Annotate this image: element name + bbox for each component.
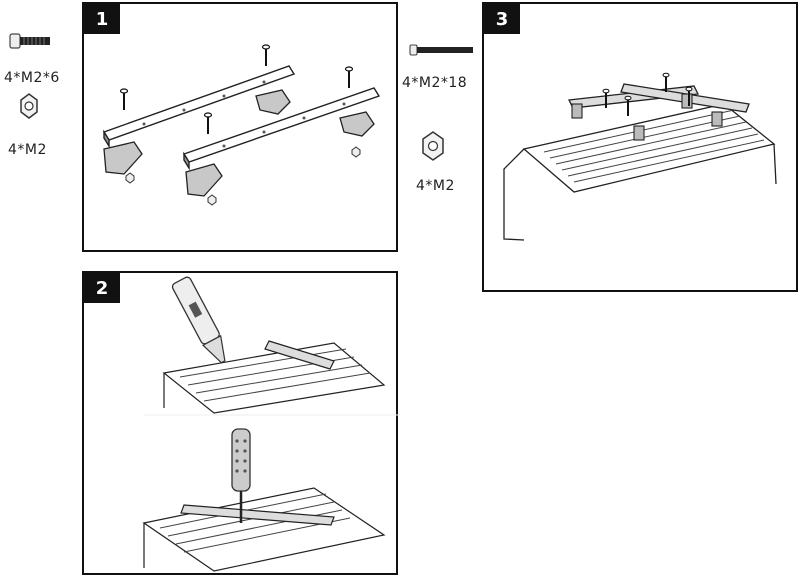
nut-icon-middle [422,131,444,161]
short-screw-icon [9,33,50,49]
step-3-panel: 3 [482,2,798,292]
nut-icon-left [20,93,38,119]
step-1-panel: 1 [82,2,398,252]
short-screw-label: 4*M2*6 [4,70,60,86]
nut-label-left: 4*M2 [8,142,47,158]
step-2-panel: 2 [82,271,400,575]
long-screw-icon [409,44,473,56]
step-3-illustration [503,72,777,241]
long-screw-label: 4*M2*18 [402,75,468,91]
step-2-illustration [142,276,400,572]
parts-middle: 4*M2*18 4*M2 [400,0,480,200]
step-1-illustration [102,44,381,206]
parts-left: 4*M2*6 4*M2 [0,0,80,200]
nut-label-middle: 4*M2 [416,178,455,194]
step-1-badge: 1 [84,4,120,34]
step-3-badge: 3 [484,4,520,34]
step-2-badge: 2 [84,273,120,303]
